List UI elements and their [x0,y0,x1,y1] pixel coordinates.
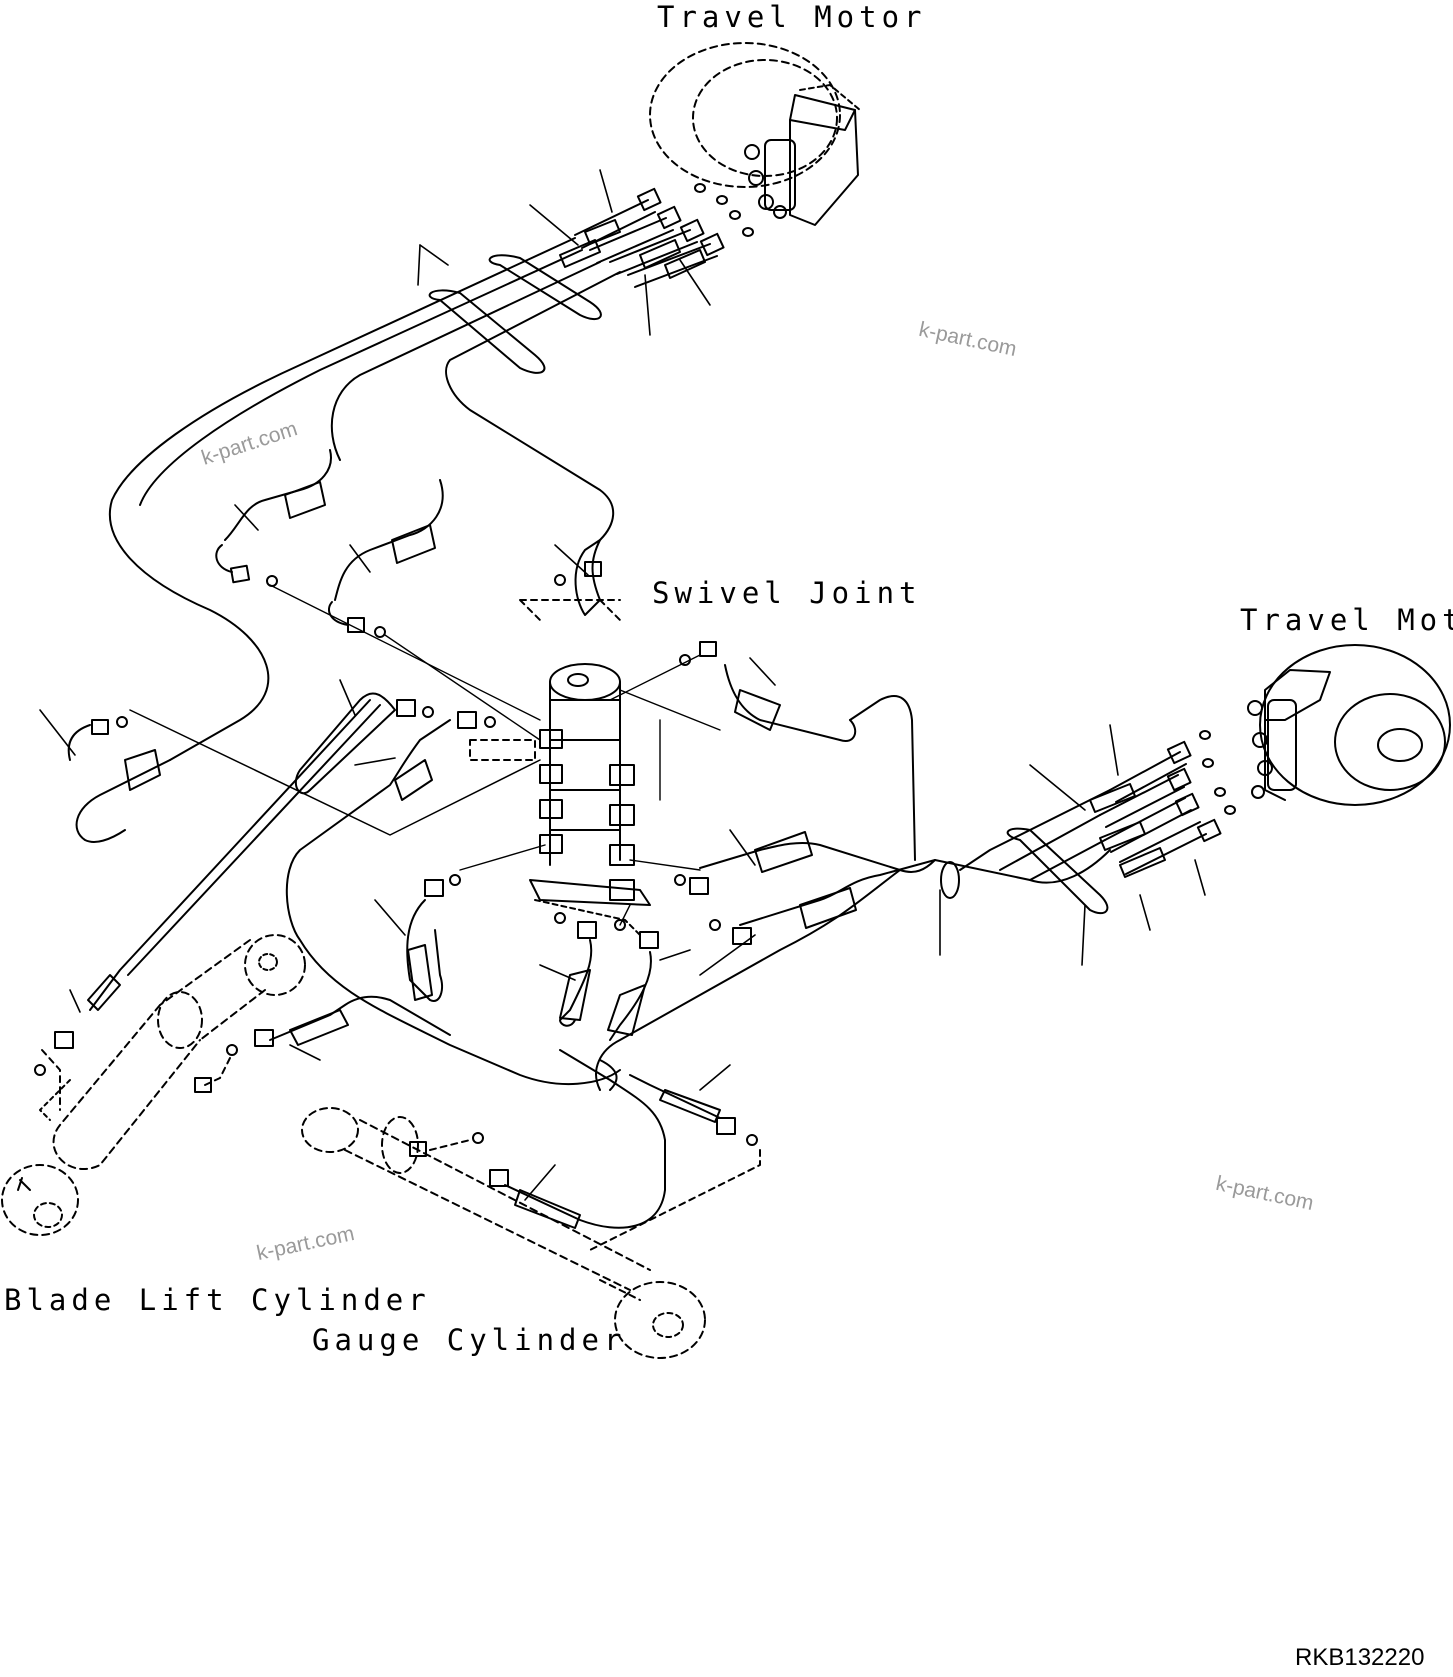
blade-lift-hoses [34,995,451,1086]
hose-ends-left [215,449,621,638]
travel-motor-right [1199,644,1451,815]
callout-leaders [39,169,1206,1201]
hoses-swivel-left [54,692,621,1085]
hoses-swivel-right [595,641,1111,1091]
hoses-swivel-lower [406,874,659,1091]
swivel-joint-body [469,663,651,936]
label-travel-motor-top: Travel Motor [657,0,927,34]
port-connection-lines [269,584,721,926]
label-gauge-cylinder: Gauge Cylinder [312,1323,627,1357]
hoses-top [108,187,725,761]
label-blade-lift-cylinder: Blade Lift Cylinder [4,1283,431,1317]
travel-motor-top [649,42,861,237]
hose-far-left [67,709,541,843]
label-travel-motor-right: Travel Motor [1240,603,1453,637]
gauge-hoses [489,1049,761,1251]
drawing-code: RKB132220 [1295,1644,1425,1671]
label-swivel-joint: Swivel Joint [652,576,922,610]
hoses-right [959,740,1222,915]
gauge-cylinder [301,1107,706,1359]
blade-lift-cylinder [1,934,306,1236]
